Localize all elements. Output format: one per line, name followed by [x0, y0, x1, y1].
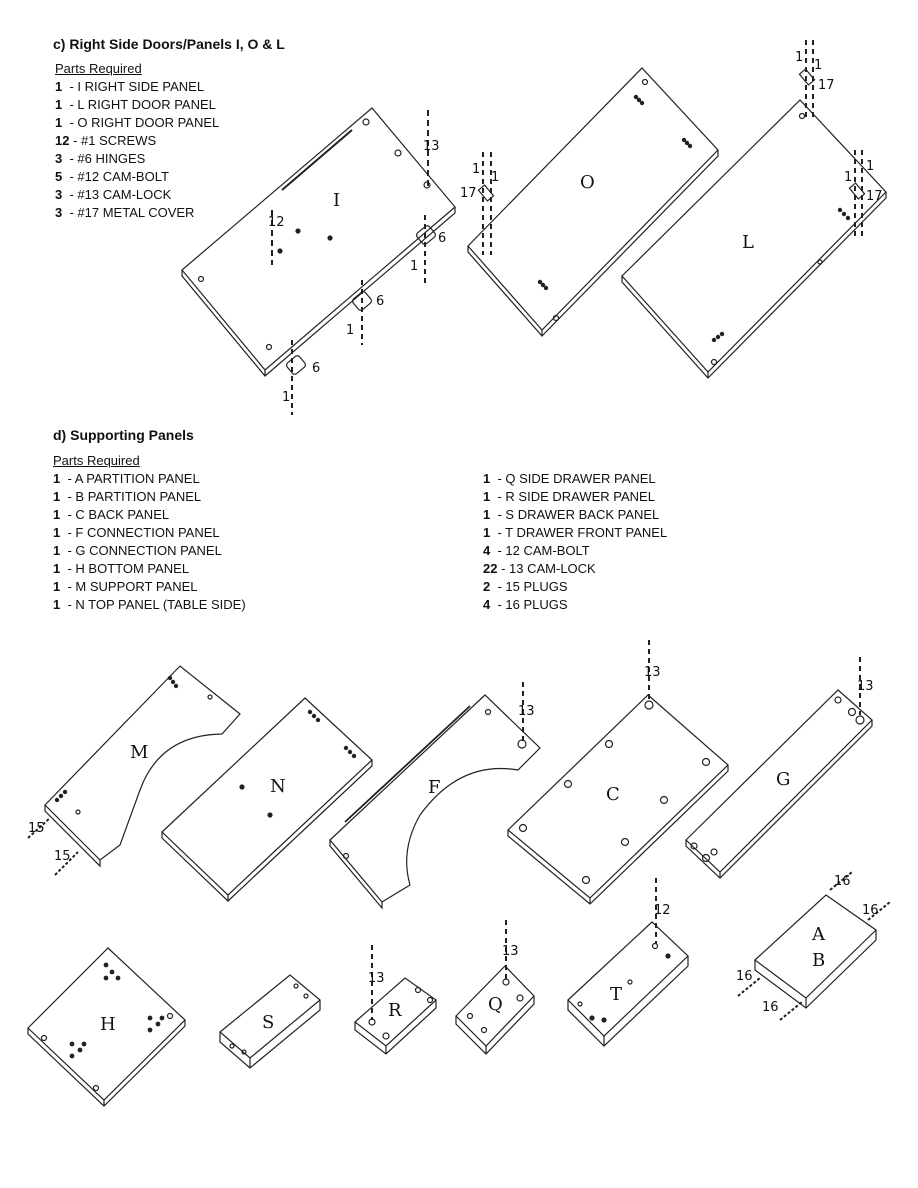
panel-label-n: N: [270, 776, 286, 797]
panel-l: L: [621, 99, 887, 379]
section-d-heading: d) Supporting Panels: [53, 427, 194, 443]
list-item: 1 - A PARTITION PANEL: [53, 471, 200, 486]
hinge-icon: [415, 215, 437, 285]
part-number-13: 13: [502, 944, 519, 959]
part-number-13: 13: [644, 665, 661, 680]
panel-label-q: Q: [488, 994, 503, 1015]
panel-label-i: I: [333, 190, 340, 211]
part-number-17: 17: [460, 186, 477, 201]
panel-g: G: [685, 689, 873, 879]
panel-label-a: A: [811, 924, 826, 945]
part-number-13: 13: [518, 704, 535, 719]
list-item: 1 - O RIGHT DOOR PANEL: [55, 115, 220, 130]
part-number-6: 6: [376, 294, 384, 309]
list-item: 3 - #6 HINGES: [55, 151, 146, 166]
list-item: 1 - L RIGHT DOOR PANEL: [55, 97, 216, 112]
part-number-1: 1: [410, 259, 418, 274]
list-item: 1 - T DRAWER FRONT PANEL: [483, 525, 668, 540]
section-c-heading: c) Right Side Doors/Panels I, O & L: [53, 36, 285, 52]
list-item: 1 - H BOTTOM PANEL: [53, 561, 190, 576]
part-number-13: 13: [857, 679, 874, 694]
list-item: 1 - S DRAWER BACK PANEL: [483, 507, 660, 522]
list-item: 1 - R SIDE DRAWER PANEL: [483, 489, 655, 504]
panel-label-m: M: [130, 742, 148, 763]
part-number-1: 1: [282, 390, 290, 405]
part-number-1: 1: [866, 159, 874, 174]
list-item: 5 - #12 CAM-BOLT: [55, 169, 169, 184]
panel-i: I: [181, 107, 456, 377]
panel-label-t: T: [610, 984, 622, 1005]
part-number-6: 6: [438, 231, 446, 246]
section-c-parts-list: 1 - I RIGHT SIDE PANEL 1 - L RIGHT DOOR …: [55, 78, 219, 222]
panel-label-g: G: [776, 769, 790, 790]
part-number-16: 16: [736, 969, 753, 984]
list-item: 1 - F CONNECTION PANEL: [53, 525, 220, 540]
panel-q: Q: [455, 965, 535, 1055]
part-number-1: 1: [795, 50, 803, 65]
part-number-6: 6: [312, 361, 320, 376]
list-item: 4 - 16 PLUGS: [483, 597, 568, 612]
part-number-16: 16: [762, 1000, 779, 1015]
part-number-1: 1: [814, 58, 822, 73]
panel-s: S: [219, 974, 321, 1069]
panel-label-r: R: [388, 1000, 402, 1021]
panel-h: H: [27, 947, 186, 1107]
part-number-1: 1: [844, 170, 852, 185]
list-item: 1 - M SUPPORT PANEL: [53, 579, 198, 594]
section-d-parts-list-left: 1 - A PARTITION PANEL 1 - B PARTITION PA…: [53, 470, 246, 614]
list-item: 22 - 13 CAM-LOCK: [483, 561, 596, 576]
part-number-17: 17: [866, 189, 883, 204]
list-item: 1 - B PARTITION PANEL: [53, 489, 202, 504]
part-number-1: 1: [346, 323, 354, 338]
panel-r: R: [354, 977, 437, 1055]
section-c-parts-title: Parts Required: [55, 61, 142, 76]
part-number-15: 15: [28, 821, 45, 836]
panel-label-f: F: [428, 777, 441, 798]
panel-label-h: H: [100, 1014, 116, 1035]
panel-label-c: C: [606, 784, 620, 805]
panel-t: T: [567, 921, 689, 1047]
part-number-16: 16: [834, 874, 851, 889]
panel-a-b: A B: [754, 894, 877, 1009]
part-number-12: 12: [654, 903, 671, 918]
panel-o: O: [467, 67, 719, 337]
part-number-15: 15: [54, 849, 71, 864]
part-number-1: 1: [472, 162, 480, 177]
part-number-12: 12: [268, 215, 285, 230]
list-item: 1 - G CONNECTION PANEL: [53, 543, 222, 558]
panel-label-s: S: [262, 1012, 274, 1033]
panel-f: F: [329, 694, 541, 910]
panel-n: N: [161, 697, 373, 902]
part-number-13: 13: [423, 139, 440, 154]
list-item: 1 - Q SIDE DRAWER PANEL: [483, 471, 656, 486]
part-number-16: 16: [862, 903, 879, 918]
list-item: 12 - #1 SCREWS: [55, 133, 157, 148]
part-number-17: 17: [818, 78, 835, 93]
list-item: 4 - 12 CAM-BOLT: [483, 543, 590, 558]
section-d-parts-title: Parts Required: [53, 453, 140, 468]
panel-c: C: [507, 694, 729, 905]
panel-label-l: L: [742, 232, 754, 253]
list-item: 3 - #13 CAM-LOCK: [55, 187, 172, 202]
hinge-icon: [285, 340, 307, 415]
part-number-1: 1: [491, 170, 499, 185]
list-item: 2 - 15 PLUGS: [483, 579, 568, 594]
list-item: 3 - #17 METAL COVER: [55, 205, 195, 220]
hinge-icon: [351, 280, 373, 345]
panel-m: M: [44, 665, 241, 868]
list-item: 1 - I RIGHT SIDE PANEL: [55, 79, 205, 94]
panel-label-b: B: [812, 950, 825, 971]
part-number-13: 13: [368, 971, 385, 986]
list-item: 1 - N TOP PANEL (TABLE SIDE): [53, 597, 246, 612]
panel-label-o: O: [580, 172, 595, 193]
list-item: 1 - C BACK PANEL: [53, 507, 170, 522]
section-d-parts-list-right: 1 - Q SIDE DRAWER PANEL 1 - R SIDE DRAWE…: [483, 470, 667, 614]
